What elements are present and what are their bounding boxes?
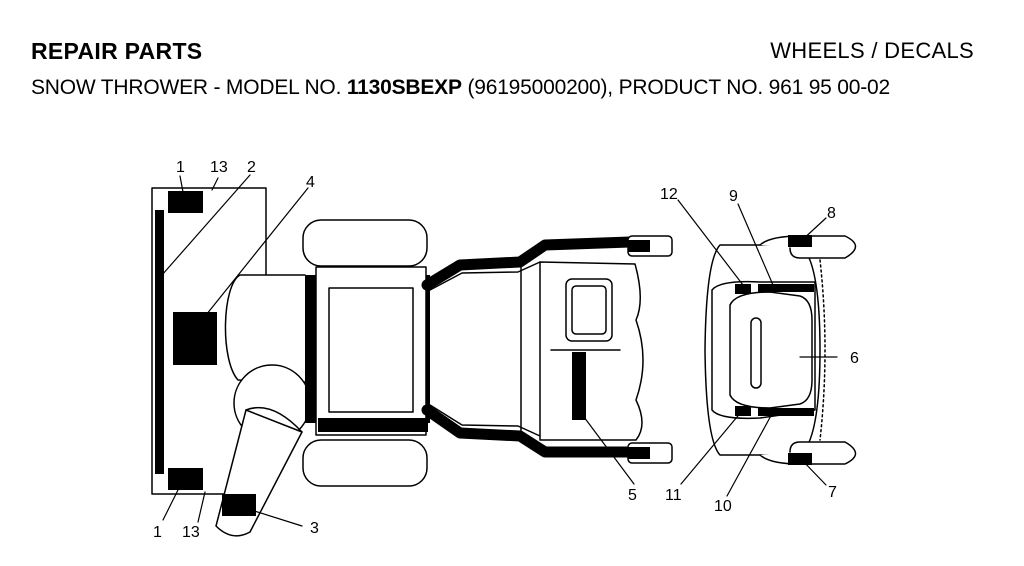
section-title: REPAIR PARTS: [31, 38, 203, 64]
callout-3: 3: [310, 520, 319, 537]
decal-10: [758, 408, 814, 416]
leader-lines: [161, 174, 838, 527]
subtitle-suffix: (96195000200), PRODUCT NO. 961 95 00-02: [467, 76, 890, 99]
callout-1-top: 1: [176, 159, 185, 176]
auger-dome: [224, 274, 306, 383]
control-panel: [539, 261, 644, 441]
callout-labels: 1 13 2 4 12 9 8 6 5 11 10 7 3 1 13: [153, 159, 859, 541]
decal-1-top: [168, 191, 203, 213]
decal-13-strip: [155, 210, 164, 474]
category-title: WHEELS / DECALS: [770, 38, 974, 63]
model-subtitle: SNOW THROWER - MODEL NO. 1130SBEXP (9619…: [31, 76, 890, 100]
callout-2: 2: [247, 159, 256, 176]
wheel-bottom: [302, 439, 428, 487]
decal-5: [572, 352, 586, 420]
decal-8: [788, 235, 812, 247]
callout-13-bottom: 13: [182, 524, 200, 541]
decal-7: [788, 453, 812, 465]
decal-4: [173, 312, 217, 365]
decal-1-bottom: [168, 468, 203, 490]
callout-13-top: 13: [210, 159, 228, 176]
callout-9: 9: [729, 188, 738, 205]
decal-3: [222, 494, 256, 516]
callout-10: 10: [714, 498, 732, 515]
callout-6: 6: [850, 350, 859, 367]
callout-8: 8: [827, 205, 836, 222]
discharge-chute: [215, 364, 311, 537]
subtitle-prefix: SNOW THROWER - MODEL NO.: [31, 76, 342, 99]
rear-view: [704, 235, 857, 465]
tractor-frame: [305, 266, 430, 436]
callout-7: 7: [828, 484, 837, 501]
wheel-top: [302, 219, 428, 267]
callout-1-bottom: 1: [153, 524, 162, 541]
callout-4: 4: [306, 174, 315, 191]
decal-12: [735, 284, 751, 294]
callout-11: 11: [665, 487, 682, 504]
callout-12: 12: [660, 186, 678, 203]
decal-9: [758, 284, 814, 292]
decal-11: [735, 406, 751, 416]
model-number: 1130SBEXP: [346, 76, 462, 99]
callout-5: 5: [628, 487, 637, 504]
